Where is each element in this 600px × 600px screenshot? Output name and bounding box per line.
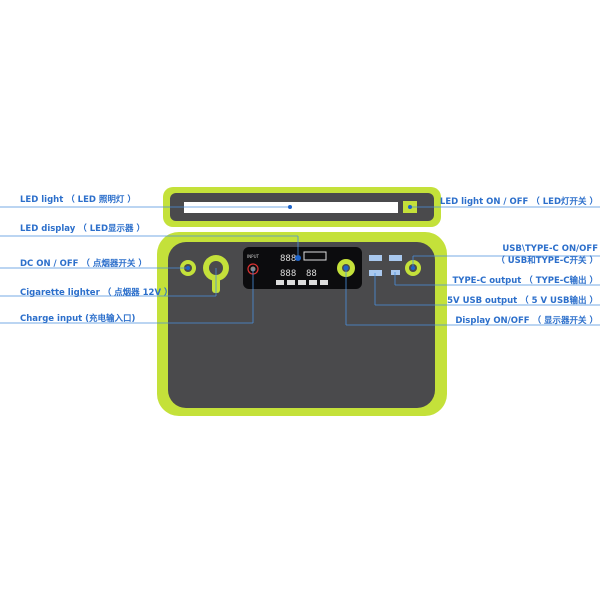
screen-digits-bottom: 888 (280, 269, 296, 279)
input-label: INPUT (247, 254, 260, 259)
leader-dot (186, 266, 190, 270)
usb-port (369, 270, 382, 276)
type-c-port (391, 270, 400, 275)
leader-dot (411, 266, 415, 270)
usb-port (389, 255, 402, 261)
label-typec-output: TYPE-C output （ TYPE-C输出 ） (452, 276, 598, 286)
leader-dot (288, 205, 292, 209)
led-display-screen (243, 247, 362, 289)
screen-mode-icon (298, 280, 306, 285)
screen-mode-icon (276, 280, 284, 285)
label-usb-typec-on-off: USB\TYPE-C ON/OFF (502, 244, 598, 254)
screen-mode-icons (276, 280, 328, 285)
label-cigarette-lighter: Cigarette lighter （ 点烟器 12V ） (20, 288, 173, 298)
screen-digits-right: 88 (306, 269, 317, 279)
battery-icon (303, 251, 327, 261)
label-led-light-on-off: LED light ON / OFF （ LED灯开关 ） (439, 197, 598, 207)
screen-mode-icon (287, 280, 295, 285)
screen-mode-icon (320, 280, 328, 285)
label-usb-output: 5V USB output （ 5 V USB输出 ） (447, 296, 598, 306)
label-led-display: LED display （ LED显示器 ） (20, 224, 145, 234)
screen-digits-top: 888 (280, 254, 296, 264)
label-dc-on-off: DC ON / OFF （ 点烟器开关 ） (20, 259, 147, 269)
label-charge-input: Charge input (充电输入口) (20, 314, 136, 324)
output-ports (369, 255, 402, 276)
leader-dot (295, 255, 301, 261)
device-panel (168, 242, 435, 408)
usb-port (369, 255, 382, 261)
screen-mode-icon (309, 280, 317, 285)
label-display-on-off: Display ON/OFF （ 显示器开关 ） (455, 316, 598, 326)
leader-dots (186, 205, 415, 271)
leader-dot (408, 205, 412, 209)
label-usb-typec-on-off-cn: （ USB和TYPE-C开关 ） (496, 256, 598, 266)
leader-lines (0, 206, 600, 326)
label-led-light: LED light （ LED 照明灯 ） (20, 195, 136, 205)
leader-dot (343, 265, 349, 271)
